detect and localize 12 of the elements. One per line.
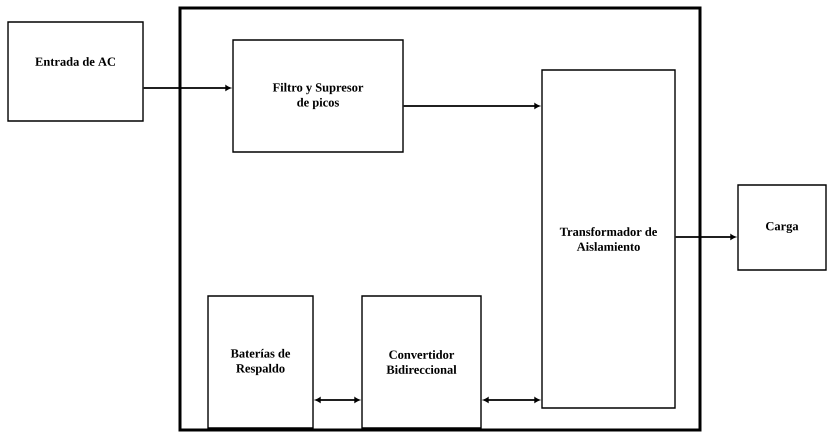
arrow [404,103,540,109]
process-box: Baterías de Respaldo [207,295,314,429]
process-box: Carga [737,184,827,271]
process-box: Convertidor Bidireccional [361,295,482,429]
process-box: Filtro y Supresor de picos [232,39,404,153]
arrow [483,397,540,403]
arrow [676,234,736,240]
arrow [144,85,231,91]
process-box: Entrada de AC [7,21,144,122]
process-box: Transformador de Aislamiento [541,69,676,409]
frame-box [178,6,702,432]
arrow [315,397,360,403]
